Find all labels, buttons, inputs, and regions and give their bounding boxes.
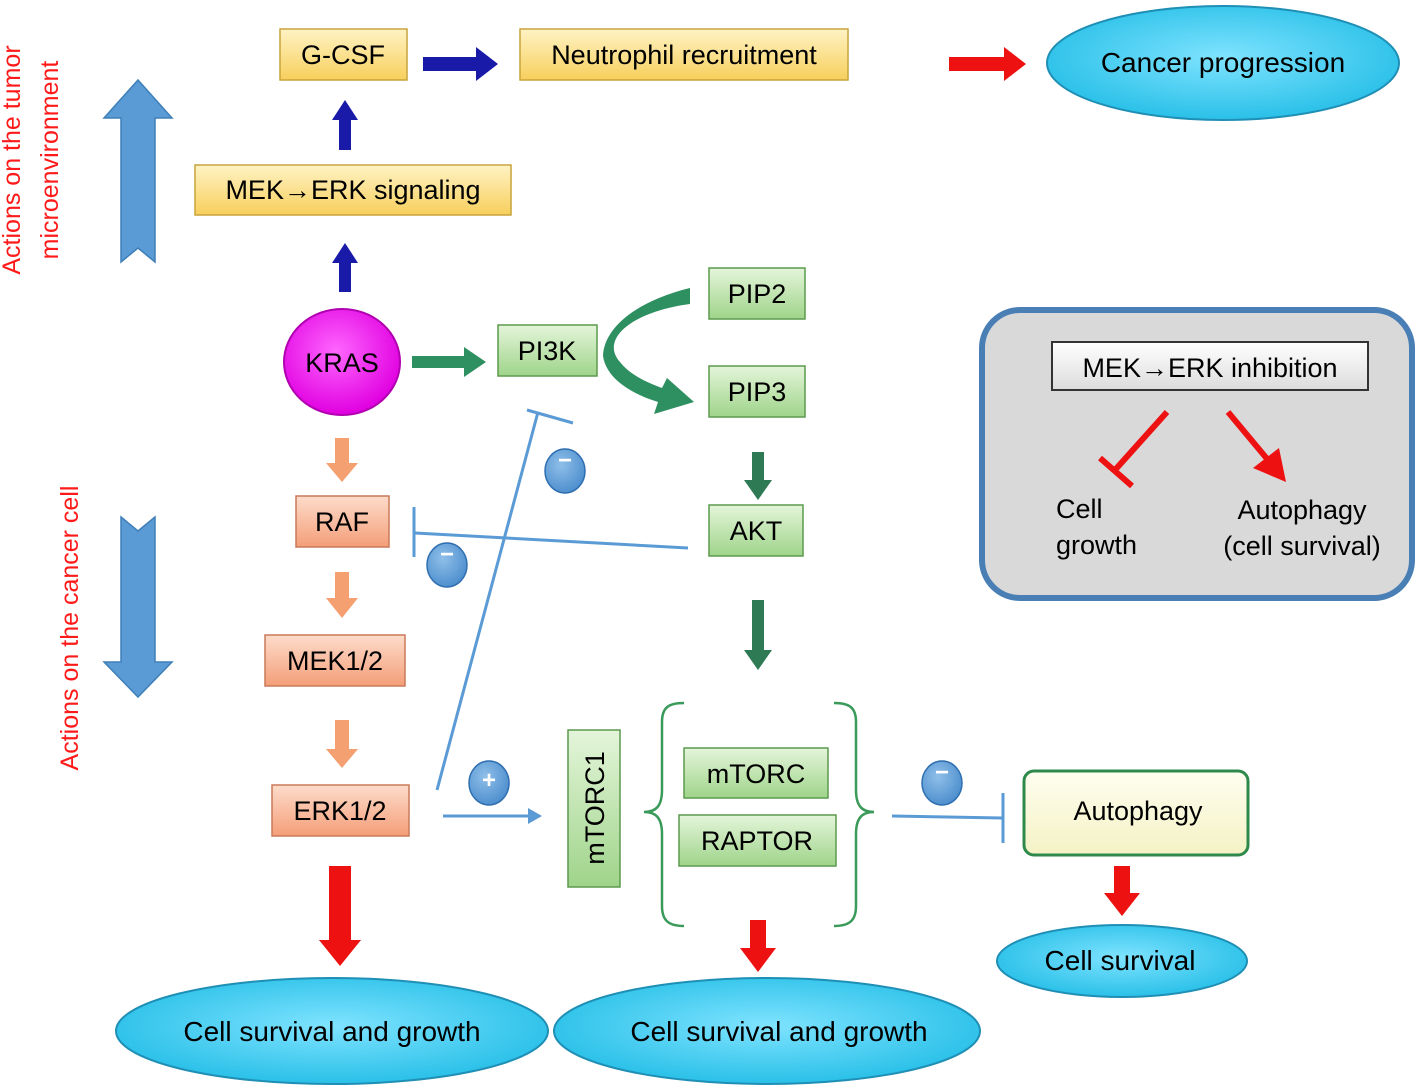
arrow-pip3-to-akt bbox=[744, 452, 772, 500]
arrow-mtorc-to-survival bbox=[740, 920, 776, 972]
inset-cell-line1: Cell bbox=[1056, 494, 1103, 524]
mtorc1-label: mTORC1 bbox=[580, 751, 610, 865]
side-arrow-up bbox=[102, 78, 174, 264]
minus-sign-pi3k: − bbox=[544, 447, 586, 494]
autophagy-box: Autophagy bbox=[1022, 769, 1250, 857]
raf-label: RAF bbox=[315, 507, 369, 537]
neutrophil-box: Neutrophil recruitment bbox=[519, 28, 849, 81]
kras-node: KRAS bbox=[283, 308, 401, 416]
gcsf-label: G-CSF bbox=[301, 40, 385, 70]
inset-inhibit-bar bbox=[1098, 455, 1134, 489]
inhibit-erk-to-pi3k bbox=[435, 411, 540, 791]
arrow-kras-to-pi3k bbox=[412, 347, 486, 377]
arrow-mek-to-erk bbox=[326, 720, 358, 768]
akt-label: AKT bbox=[730, 516, 783, 546]
minus-sign-raf: − bbox=[426, 541, 468, 588]
minus-sign-raf-label: − bbox=[440, 541, 454, 568]
inhibit-erk-to-pi3k-bar bbox=[526, 408, 574, 425]
minus-sign-autophagy-label: − bbox=[935, 759, 949, 786]
cell-survival-label: Cell survival bbox=[1045, 945, 1196, 976]
mtorc1-box: mTORC1 bbox=[567, 729, 621, 888]
arrow-signaling-to-gcsf bbox=[332, 100, 358, 150]
inset-inhibit-line bbox=[1112, 409, 1170, 473]
side-arrow-down bbox=[102, 515, 174, 699]
neutrophil-label: Neutrophil recruitment bbox=[551, 40, 817, 70]
pip2-label: PIP2 bbox=[728, 279, 787, 309]
arrow-autophagy-to-survival bbox=[1104, 866, 1140, 916]
arrow-kras-to-raf bbox=[326, 438, 358, 482]
inset-autophagy-line1: Autophagy bbox=[1237, 495, 1367, 525]
inhibit-mtorc-to-autophagy bbox=[891, 814, 1003, 820]
erk12-label: ERK1/2 bbox=[293, 796, 386, 826]
pip3-box: PIP3 bbox=[708, 365, 806, 418]
raf-box: RAF bbox=[295, 495, 390, 548]
pi3k-box: PI3K bbox=[497, 324, 598, 377]
raptor-label: RAPTOR bbox=[701, 826, 813, 856]
cell-survival-ellipse: Cell survival bbox=[996, 924, 1248, 998]
inset-arrow-line bbox=[1225, 410, 1271, 462]
inset-cell-line2: growth bbox=[1056, 530, 1137, 560]
minus-sign-pi3k-label: − bbox=[558, 447, 572, 474]
inset-autophagy-line2: (cell survival) bbox=[1223, 531, 1381, 561]
arrow-raf-to-mek bbox=[326, 572, 358, 618]
cell-survival-growth-right-label: Cell survival and growth bbox=[630, 1016, 927, 1047]
inset-arrow-head bbox=[1253, 448, 1286, 482]
inhibit-akt-to-raf bbox=[414, 531, 689, 550]
arrow-erk-to-survival bbox=[319, 866, 361, 966]
arrow-pip2-to-pip3 bbox=[603, 288, 694, 414]
arrow-neutrophil-to-progression bbox=[949, 47, 1026, 81]
mek12-box: MEK1/2 bbox=[264, 634, 406, 687]
arrow-gcsf-to-neutrophil bbox=[423, 47, 498, 81]
arrow-akt-to-mtorc bbox=[744, 600, 772, 670]
arrow-kras-to-signaling bbox=[332, 243, 358, 292]
mek-erk-signaling-label: MEK→ERK signaling bbox=[225, 175, 480, 205]
erk12-box: ERK1/2 bbox=[271, 784, 410, 837]
side-label-tumor-line1: Actions on the tumor bbox=[0, 45, 26, 274]
mtorc-box: mTORC bbox=[683, 747, 829, 799]
pip3-label: PIP3 bbox=[728, 377, 787, 407]
inset-title: MEK→ERK inhibition bbox=[1082, 353, 1337, 383]
left-brace bbox=[643, 701, 685, 928]
cell-survival-growth-right-ellipse: Cell survival and growth bbox=[553, 977, 981, 1085]
mek-erk-signaling-box: MEK→ERK signaling bbox=[194, 164, 512, 216]
gcsf-box: G-CSF bbox=[279, 28, 408, 81]
autophagy-label: Autophagy bbox=[1073, 796, 1203, 826]
mek12-label: MEK1/2 bbox=[287, 646, 383, 676]
inhibition-inset: MEK→ERK inhibition Cell growth Autophagy… bbox=[979, 307, 1415, 601]
minus-sign-autophagy: − bbox=[921, 759, 963, 806]
plus-sign-mtorc1-label: + bbox=[482, 767, 496, 794]
mtorc-label: mTORC bbox=[707, 759, 806, 789]
side-label-cancer-cell: Actions on the cancer cell bbox=[56, 486, 84, 771]
cell-survival-growth-left-label: Cell survival and growth bbox=[183, 1016, 480, 1047]
pip2-box: PIP2 bbox=[708, 267, 806, 320]
side-label-tumor-line2: microenvironment bbox=[36, 61, 64, 260]
inset-title-box: MEK→ERK inhibition bbox=[1051, 341, 1369, 391]
kras-label: KRAS bbox=[305, 348, 379, 378]
right-brace bbox=[833, 701, 875, 928]
cell-survival-growth-left-ellipse: Cell survival and growth bbox=[115, 977, 549, 1085]
plus-sign-mtorc1: + bbox=[468, 760, 510, 806]
activate-erk-to-mtorc1-head bbox=[528, 808, 542, 824]
pi3k-label: PI3K bbox=[518, 336, 577, 366]
cancer-progression-label: Cancer progression bbox=[1101, 47, 1345, 78]
raptor-box: RAPTOR bbox=[678, 814, 837, 867]
akt-box: AKT bbox=[708, 504, 804, 557]
side-label-tumor: Actions on the tumor microenvironment bbox=[0, 45, 64, 274]
cancer-progression-ellipse: Cancer progression bbox=[1046, 5, 1400, 121]
